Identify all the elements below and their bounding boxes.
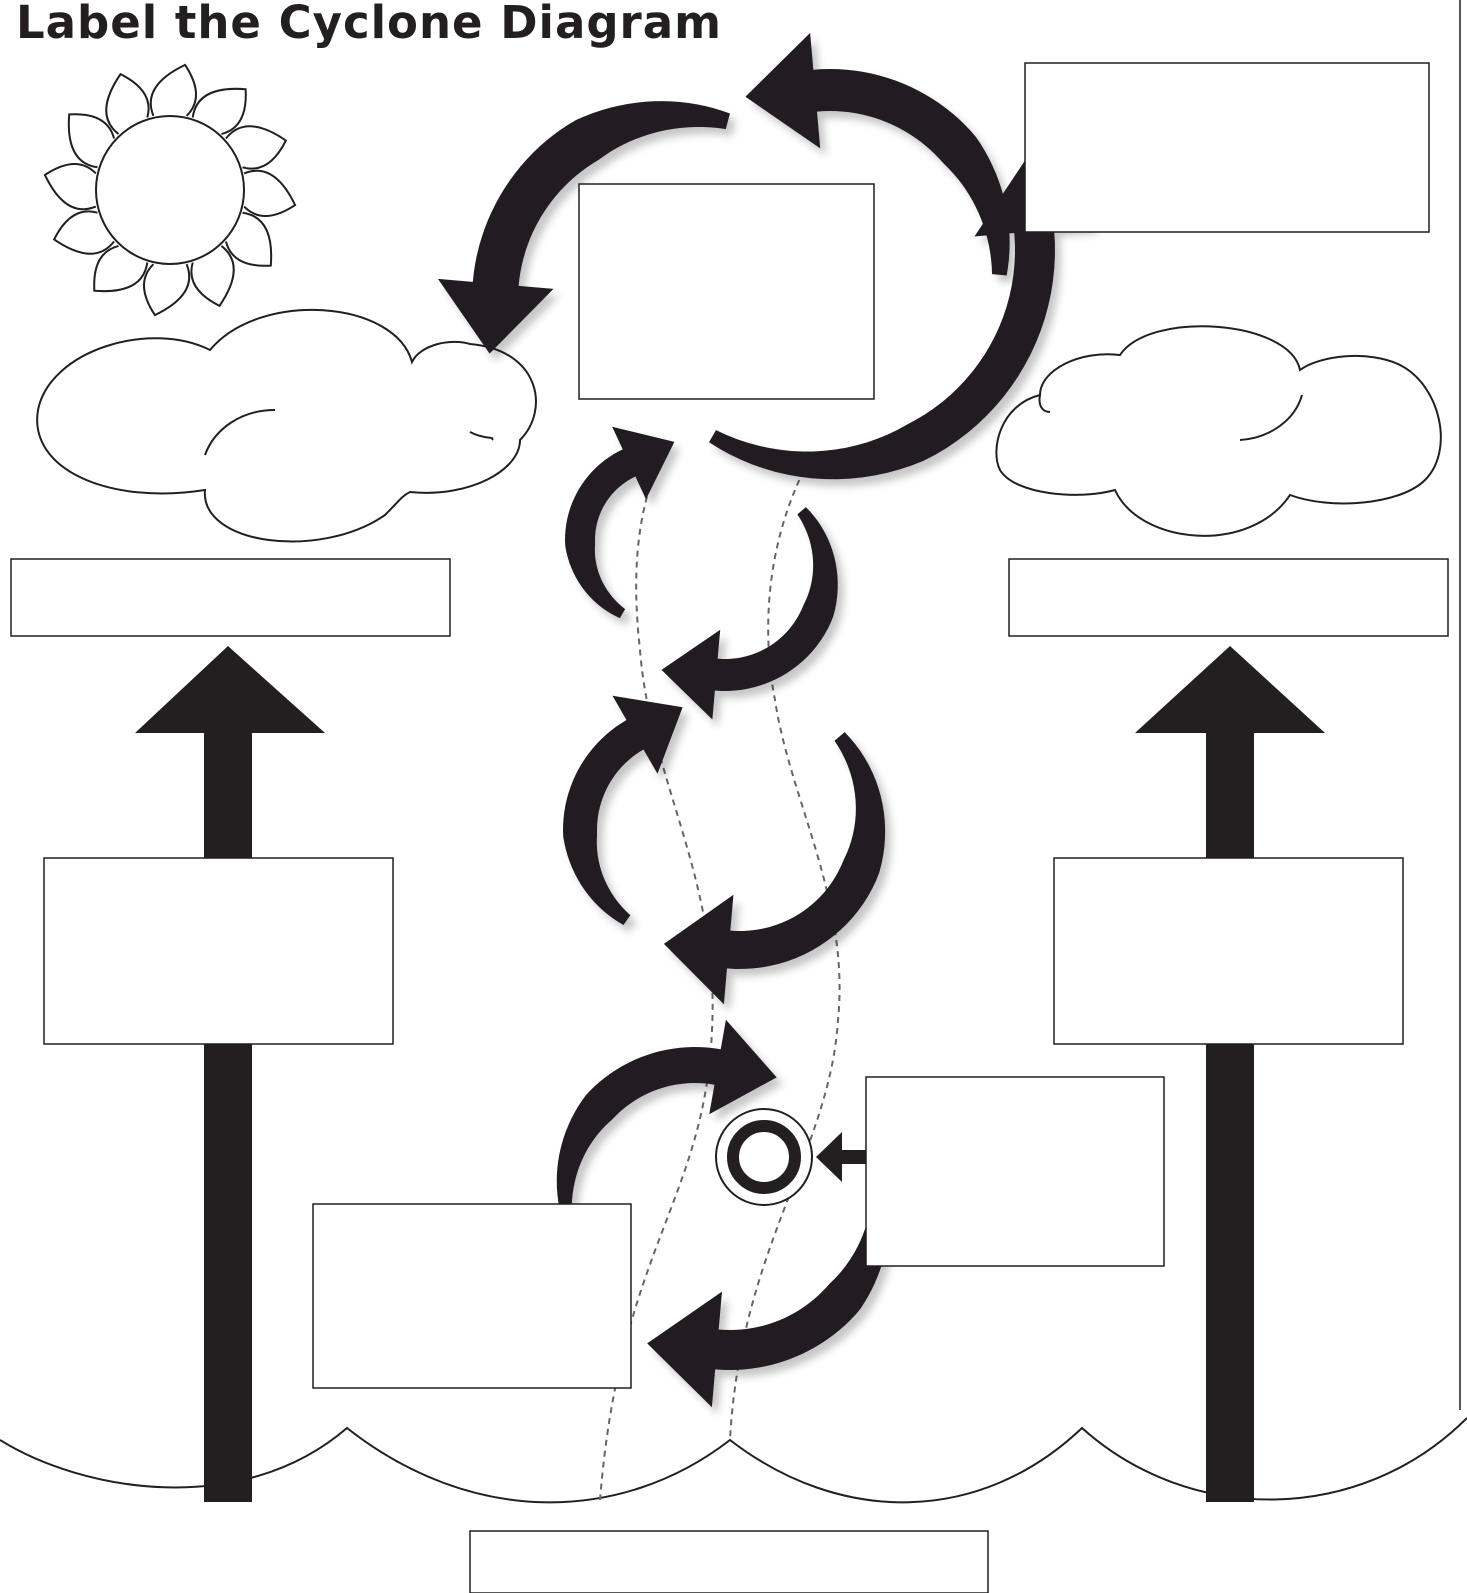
funnel-arrow-6 <box>647 1186 890 1408</box>
top-right-arrow <box>745 32 1010 276</box>
eye-of-storm-icon <box>715 1108 813 1206</box>
left-rising-air-arrow <box>135 646 325 1502</box>
top-left-arrow <box>437 101 730 354</box>
label-box-right-middle[interactable] <box>1053 857 1404 1045</box>
funnel-arrow-2 <box>661 507 838 720</box>
sun-ray <box>243 169 297 217</box>
sun-ray <box>105 72 150 135</box>
left-cloud-icon <box>36 308 537 543</box>
funnel-arrow-5 <box>556 1019 777 1207</box>
funnel-arrow-4 <box>663 732 886 1005</box>
funnel-outline <box>599 444 841 1501</box>
funnel-arrow-3 <box>563 695 683 925</box>
sun-ray <box>224 211 273 267</box>
label-box-top-center[interactable] <box>578 183 875 400</box>
eye-pointer-arrow <box>816 1132 868 1182</box>
sun-ray <box>191 87 247 136</box>
circulation-arrows <box>437 32 1094 1408</box>
label-box-top-right[interactable] <box>1024 62 1430 233</box>
diagram-title: Label the Cyclone Diagram <box>16 0 722 49</box>
sun-ray <box>190 245 235 308</box>
sun-ray <box>67 113 116 169</box>
right-cloud-icon <box>995 325 1442 537</box>
sun-ray <box>93 244 149 293</box>
sun-ray <box>52 210 115 255</box>
label-box-left-cloud[interactable] <box>10 558 451 637</box>
sun-ray <box>225 125 288 170</box>
sun-ray <box>149 63 197 117</box>
right-lower-arrow <box>709 156 1094 480</box>
label-box-eye[interactable] <box>865 1076 1165 1267</box>
label-box-ocean[interactable] <box>469 1530 989 1593</box>
label-box-bottom-left[interactable] <box>312 1203 632 1389</box>
label-box-right-cloud[interactable] <box>1008 558 1449 637</box>
funnel-arrow-1 <box>565 426 675 619</box>
sun-ray <box>143 263 191 317</box>
sun-ray <box>43 163 97 211</box>
label-box-left-middle[interactable] <box>43 857 394 1045</box>
sun-icon <box>43 63 297 317</box>
right-rising-air-arrow <box>1135 646 1325 1502</box>
